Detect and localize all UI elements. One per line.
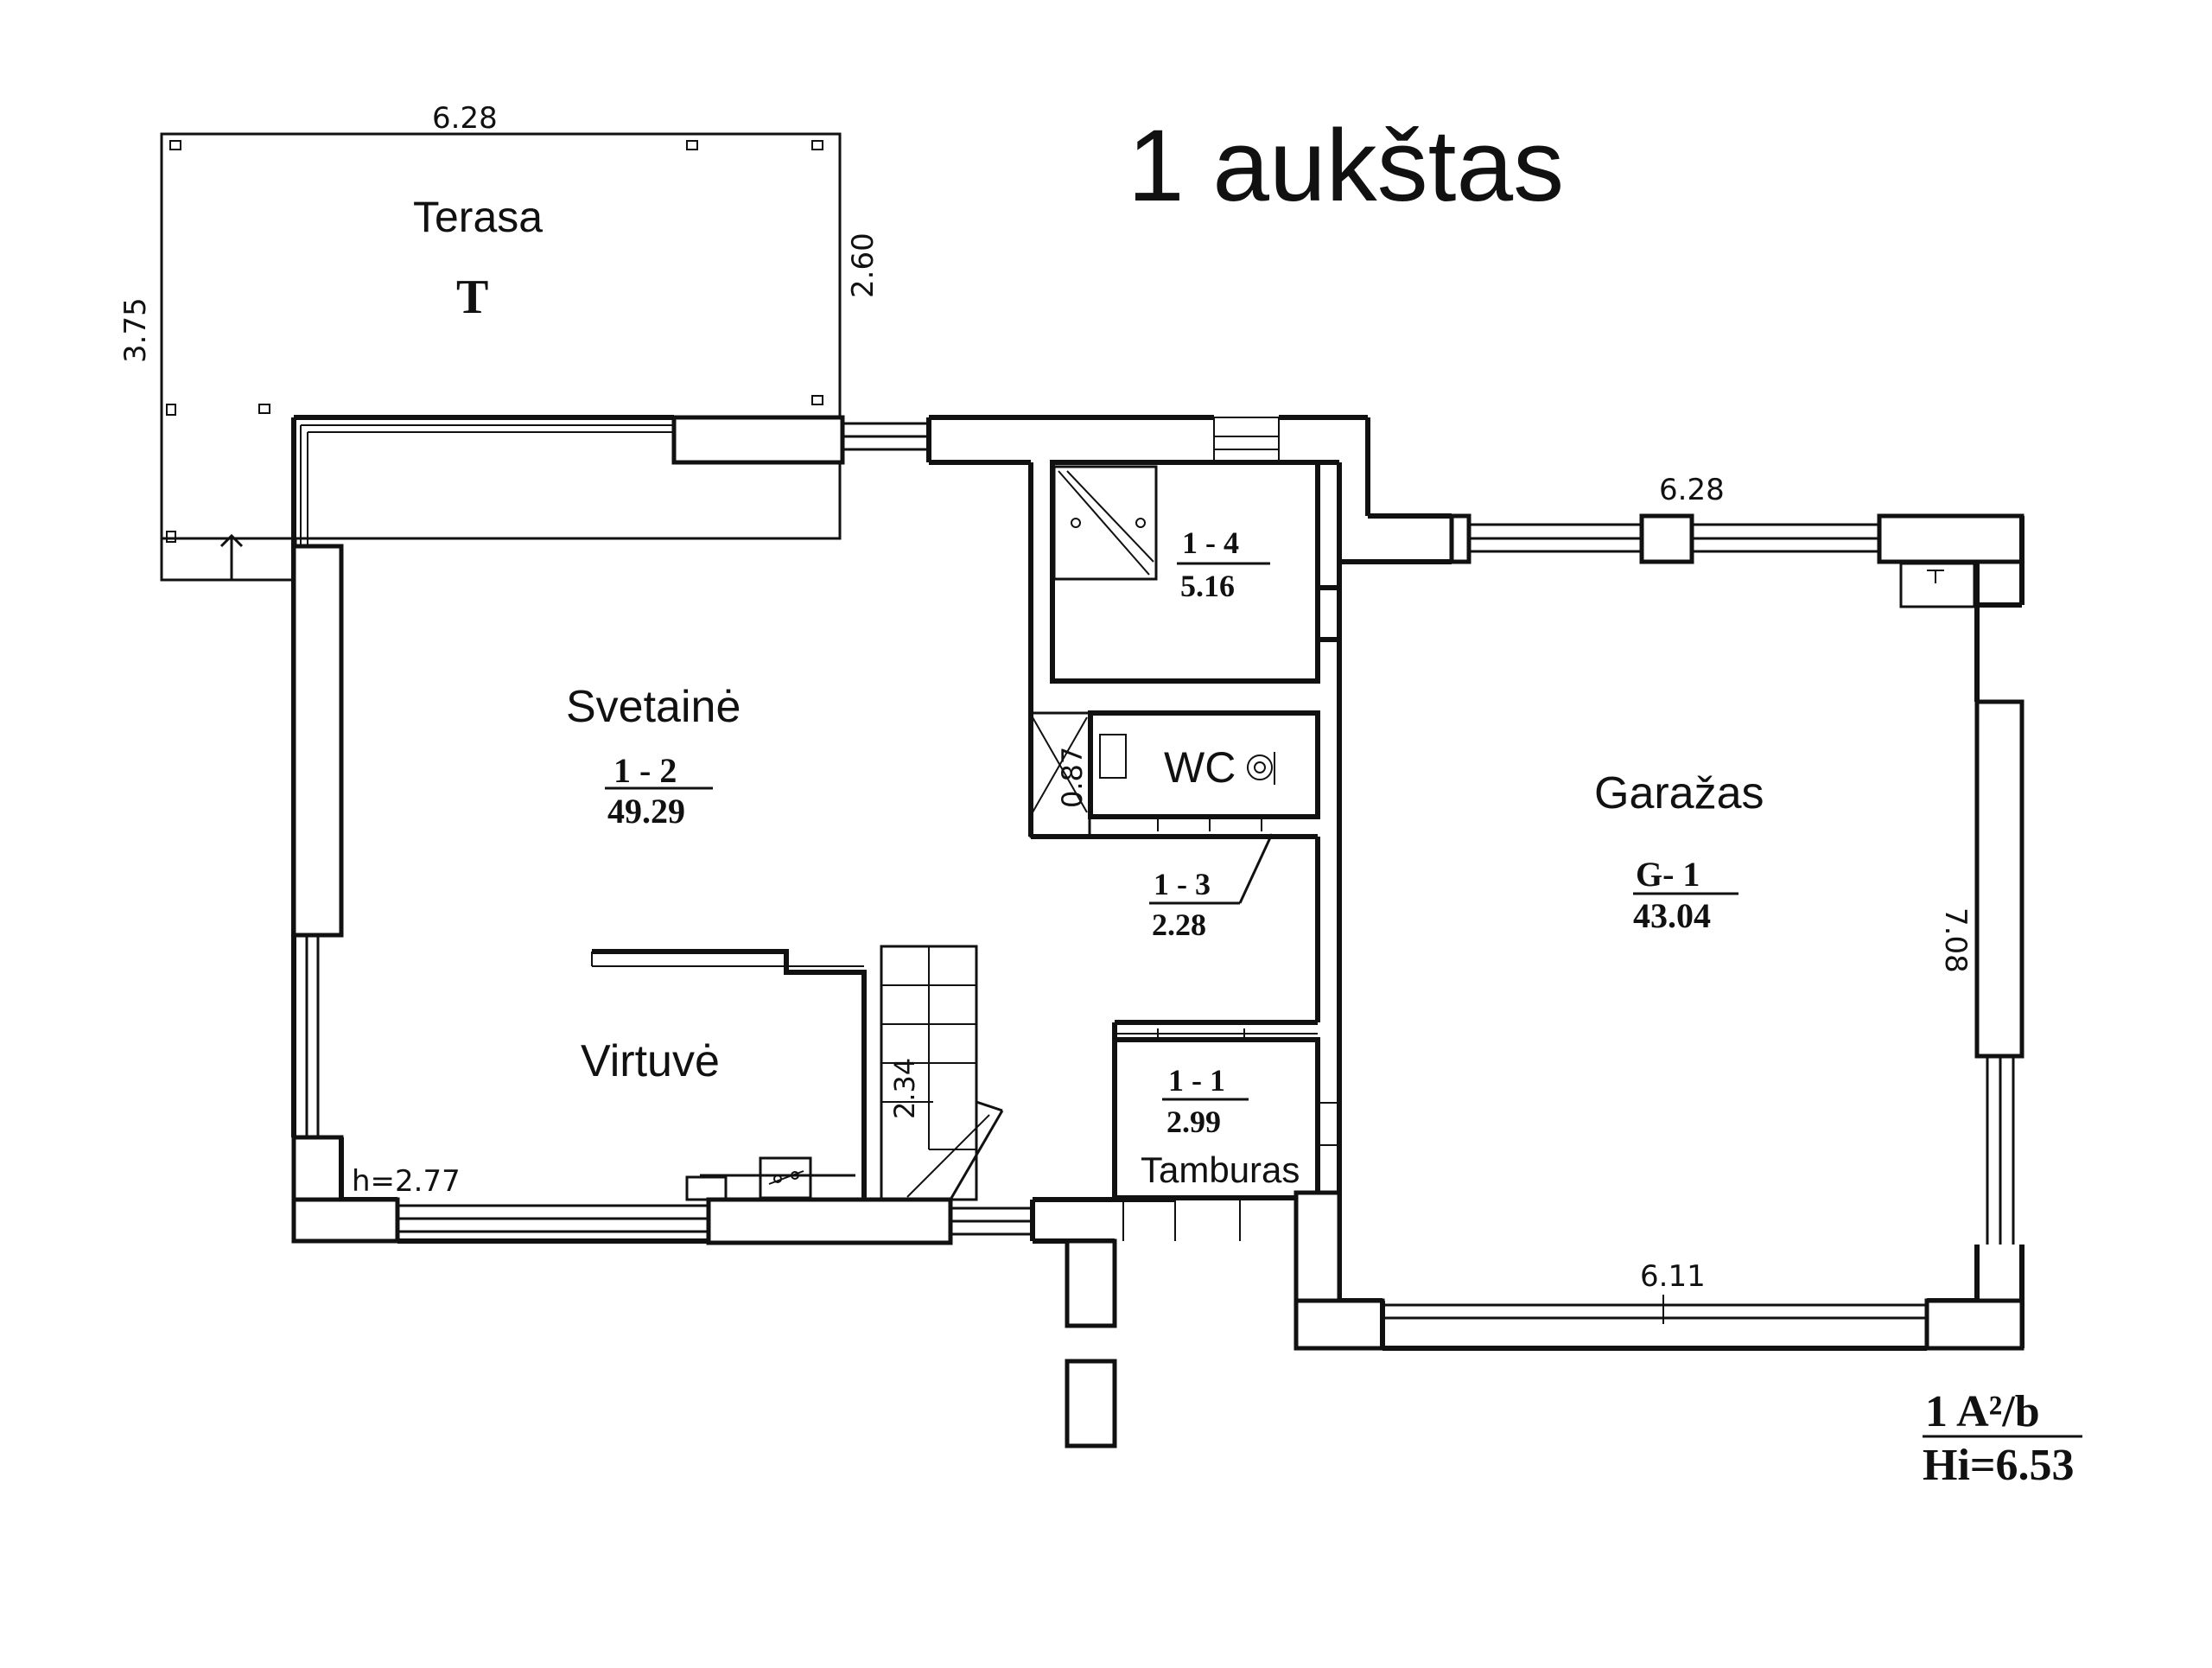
tambour-name: Tamburas (1141, 1149, 1300, 1190)
kitchen-name: Virtuvė (581, 1036, 720, 1086)
room-1-4-area: 5.16 (1180, 569, 1235, 603)
garage-top-dim: 6.28 (1659, 473, 1725, 507)
terrace-depth-dim: 3.75 (118, 297, 153, 363)
tambour-area: 2.99 (1166, 1105, 1221, 1139)
garage-area: 43.04 (1633, 896, 1711, 935)
kitchen-label: Virtuvė h=2.77 (352, 1036, 720, 1199)
garage-side-dim: 7.08 (1938, 907, 1973, 973)
living-room-label: Svetainė 1 - 2 49.29 (566, 682, 741, 831)
living-room-area: 49.29 (607, 792, 685, 831)
room-1-3-code: 1 - 3 (1154, 867, 1211, 901)
tambour-code: 1 - 1 (1168, 1063, 1225, 1098)
room-1-3-label: 1 - 3 2.28 (1149, 833, 1274, 942)
tambour-label: 1 - 1 2.99 Tamburas (1141, 1063, 1300, 1190)
garage-name: Garažas (1594, 768, 1764, 818)
terrace-label: Terasa T (413, 193, 543, 324)
dimension-labels: 6.28 3.75 2.60 6.28 7.08 6.11 2.34 (118, 101, 1973, 1324)
terrace-width-dim: 6.28 (432, 101, 498, 136)
living-walls (291, 415, 1452, 1448)
terrace-name: Terasa (413, 193, 543, 241)
wc-label: WC (1164, 743, 1236, 792)
stamp-line-1: 1 A²/b (1925, 1387, 2040, 1436)
garage-code: G- 1 (1636, 855, 1700, 894)
plan-stamp: 1 A²/b Hi=6.53 (1923, 1387, 2082, 1490)
garage-walls (1294, 462, 2024, 1351)
wc-name: WC (1164, 743, 1236, 792)
terrace-code: T (456, 271, 488, 324)
room-1-3-area: 2.28 (1152, 907, 1206, 942)
room-1-4-code: 1 - 4 (1182, 525, 1239, 560)
terrace-side-dim: 2.60 (846, 232, 880, 298)
closet-dimension: 0.87 (1056, 747, 1089, 808)
living-room-code: 1 - 2 (613, 751, 677, 790)
interior-walls (591, 460, 1339, 1241)
stair-dim: 2.34 (888, 1058, 921, 1119)
ceiling-height: h=2.77 (352, 1164, 461, 1199)
room-1-4-label: 1 - 4 5.16 (1177, 525, 1270, 603)
garage-bottom-dim: 6.11 (1640, 1259, 1706, 1294)
stamp-line-2: Hi=6.53 (1923, 1441, 2075, 1490)
terrace (160, 132, 842, 582)
garage-label: Garažas G- 1 43.04 (1594, 768, 1764, 935)
plan-title: 1 aukštas (1128, 109, 1564, 223)
living-room-name: Svetainė (566, 682, 741, 732)
closet-size: 0.87 (1056, 747, 1089, 808)
